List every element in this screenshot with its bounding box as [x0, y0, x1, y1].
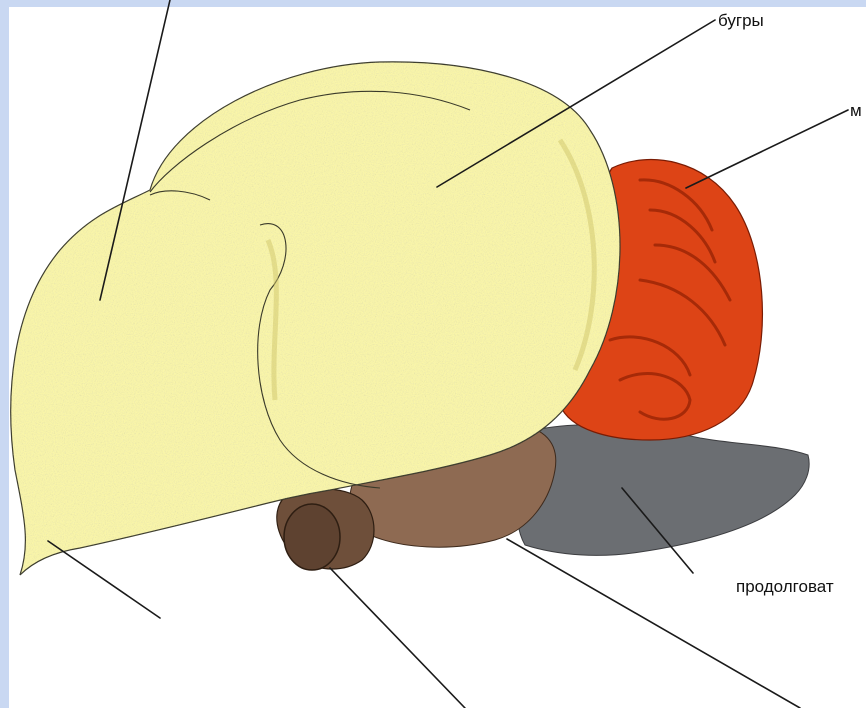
label-top-mid: бугры: [718, 12, 764, 29]
label-right-upper: м: [850, 102, 862, 119]
pointer-bottom-right: [507, 539, 800, 708]
pointer-bottom-left: [48, 541, 160, 618]
pointer-bottom-mid: [330, 568, 465, 708]
olfactory-bulb-tip: [284, 504, 340, 570]
pointer-right-upper: [686, 110, 848, 188]
label-right-lower: продолговат: [736, 578, 834, 595]
